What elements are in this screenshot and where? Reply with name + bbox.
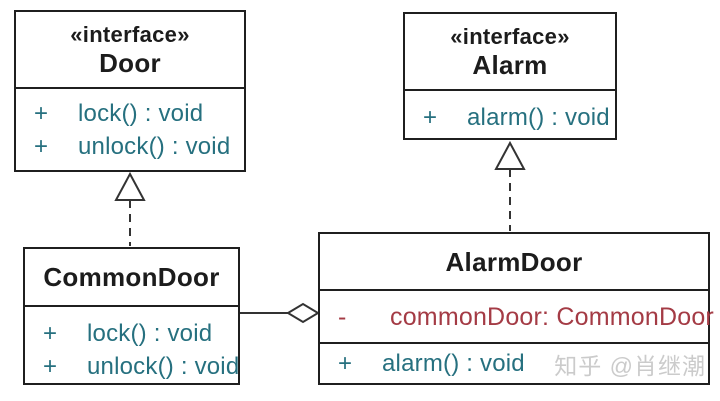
visibility-symbol: + bbox=[34, 100, 49, 127]
method-signature: alarm() : void bbox=[382, 350, 525, 377]
alarm-methods-compartment: + alarm() : void bbox=[405, 89, 615, 138]
class-box-commondoor: CommonDoor + lock() : void + unlock() : … bbox=[23, 247, 240, 385]
alarm-stereotype: «interface» bbox=[450, 23, 570, 49]
commondoor-title-compartment: CommonDoor bbox=[25, 249, 238, 305]
method-signature: unlock() : void bbox=[78, 133, 231, 160]
alarmdoor-method-alarm: + alarm() : void bbox=[320, 347, 525, 380]
visibility-symbol: + bbox=[43, 353, 58, 380]
class-box-alarm: «interface» Alarm + alarm() : void bbox=[403, 12, 617, 140]
class-box-door: «interface» Door + lock() : void + unloc… bbox=[14, 10, 246, 172]
door-stereotype: «interface» bbox=[70, 21, 190, 47]
method-signature: alarm() : void bbox=[467, 104, 610, 131]
method-signature: unlock() : void bbox=[87, 353, 240, 380]
alarmdoor-methods-compartment: + alarm() : void bbox=[320, 342, 708, 383]
alarmdoor-class-name: AlarmDoor bbox=[445, 246, 583, 277]
door-method-unlock: + unlock() : void bbox=[16, 130, 244, 163]
visibility-symbol: - bbox=[338, 302, 347, 331]
method-signature: lock() : void bbox=[78, 100, 204, 127]
door-title-compartment: «interface» Door bbox=[16, 12, 244, 87]
alarm-method-alarm: + alarm() : void bbox=[405, 101, 615, 134]
visibility-symbol: + bbox=[34, 133, 49, 160]
zhihu-watermark: 知乎 @肖继潮 bbox=[554, 353, 706, 379]
commondoor-method-unlock: + unlock() : void bbox=[25, 350, 240, 383]
visibility-symbol: + bbox=[423, 104, 438, 131]
alarmdoor-title-compartment: AlarmDoor bbox=[320, 234, 708, 289]
alarmdoor-attribute-commondoor: - commonDoor: CommonDoor bbox=[320, 303, 714, 331]
door-methods-compartment: + lock() : void + unlock() : void bbox=[16, 87, 244, 170]
visibility-symbol: + bbox=[43, 320, 58, 347]
commondoor-class-name: CommonDoor bbox=[43, 262, 220, 292]
commondoor-method-lock: + lock() : void bbox=[25, 317, 238, 350]
realization-triangle-alarmdoor-alarm bbox=[494, 140, 526, 170]
door-method-lock: + lock() : void bbox=[16, 97, 244, 130]
aggregation-diamond-alarmdoor bbox=[286, 302, 320, 324]
class-box-alarmdoor: AlarmDoor - commonDoor: CommonDoor + ala… bbox=[318, 232, 714, 385]
alarm-title-compartment: «interface» Alarm bbox=[405, 14, 615, 89]
commondoor-methods-compartment: + lock() : void + unlock() : void bbox=[25, 305, 240, 383]
visibility-symbol: + bbox=[338, 350, 353, 377]
attribute-signature: commonDoor: CommonDoor bbox=[390, 302, 714, 331]
door-class-name: Door bbox=[99, 47, 161, 78]
alarmdoor-attributes-compartment: - commonDoor: CommonDoor bbox=[320, 289, 714, 342]
alarm-class-name: Alarm bbox=[472, 49, 548, 80]
realization-triangle-commondoor-door bbox=[114, 171, 146, 201]
method-signature: lock() : void bbox=[87, 320, 213, 347]
